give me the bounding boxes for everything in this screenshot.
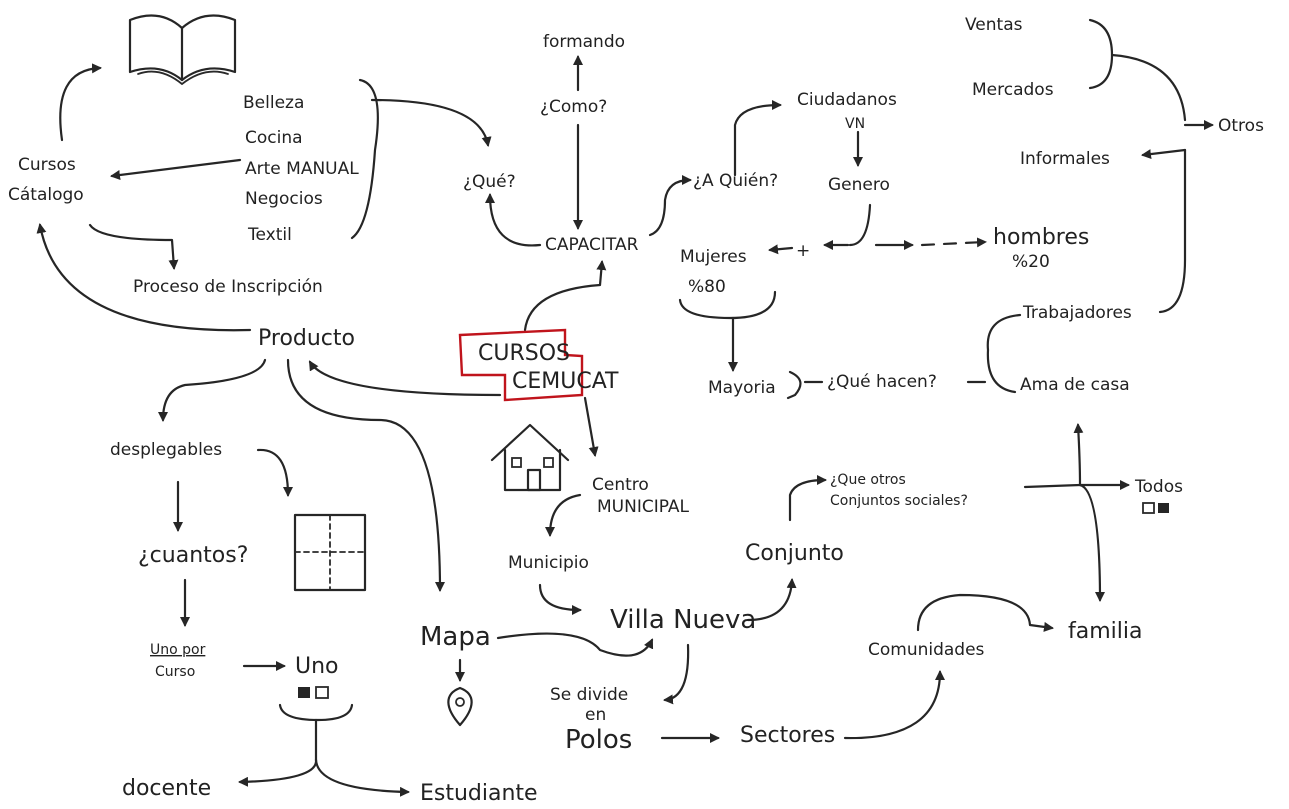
node-ventas: Ventas — [965, 15, 1023, 35]
map-pin-icon — [447, 686, 473, 727]
node-familia: familia — [1068, 619, 1142, 644]
node-cursos-catalogo-line1: Cursos — [18, 155, 76, 175]
node-centro-line1: Centro — [592, 475, 649, 495]
node-se-divide-line1: Se divide — [550, 685, 628, 705]
node-informales: Informales — [1020, 149, 1110, 169]
book-icon — [128, 14, 237, 86]
node-arte-manual: Arte MANUAL — [245, 159, 359, 179]
node-ciudadanos-line2: VN — [845, 116, 865, 132]
toggle-icon-uno — [298, 686, 329, 699]
node-que-hacen: ¿Qué hacen? — [827, 372, 937, 392]
node-polos: Polos — [565, 725, 632, 755]
node-negocios: Negocios — [245, 189, 323, 209]
node-mujeres-pct: %80 — [688, 277, 726, 297]
node-mercados: Mercados — [972, 80, 1054, 100]
node-producto: Producto — [258, 326, 355, 351]
node-otros: Otros — [1218, 116, 1264, 136]
node-uno-por-line2: Curso — [155, 664, 195, 680]
node-mayoria: Mayoria — [708, 378, 776, 398]
node-capacitar: CAPACITAR — [545, 235, 639, 255]
node-otros-conjuntos-line2: Conjuntos sociales? — [830, 493, 968, 509]
node-como: ¿Como? — [540, 97, 607, 117]
node-cursos-catalogo-line2: Cátalogo — [8, 185, 84, 205]
node-comunidades: Comunidades — [868, 640, 985, 660]
toggle-icon-todos — [1142, 502, 1169, 514]
node-uno: Uno — [295, 654, 339, 679]
house-icon — [490, 423, 570, 492]
node-trabajadores: Trabajadores — [1022, 303, 1132, 323]
node-hombres: hombres — [993, 225, 1089, 250]
node-sectores: Sectores — [740, 723, 835, 748]
node-textil: Textil — [247, 225, 292, 245]
node-cuantos: ¿cuantos? — [138, 543, 248, 568]
brochure-icon — [293, 513, 367, 592]
node-a-quien: ¿A Quién? — [693, 171, 778, 191]
node-que: ¿Qué? — [463, 172, 516, 192]
node-municipio: Municipio — [508, 553, 589, 573]
center-line2: CEMUCAT — [512, 369, 619, 394]
node-villa-nueva: Villa Nueva — [610, 605, 756, 635]
node-estudiante: Estudiante — [420, 781, 538, 806]
node-desplegables: desplegables — [110, 440, 222, 460]
node-proceso-inscripcion: Proceso de Inscripción — [133, 277, 323, 297]
node-todos: Todos — [1134, 477, 1183, 497]
node-ciudadanos-line1: Ciudadanos — [797, 90, 897, 110]
center-node-cursos-cemucat: CURSOS CEMUCAT — [458, 328, 619, 402]
node-centro-line2: MUNICIPAL — [597, 497, 690, 517]
node-mapa: Mapa — [420, 622, 491, 652]
node-otros-conjuntos-line1: ¿Que otros — [830, 472, 906, 488]
node-uno-por-line1: Uno por — [150, 642, 206, 658]
node-hombres-pct: %20 — [1012, 252, 1050, 272]
node-plus: + — [796, 241, 810, 261]
node-conjunto: Conjunto — [745, 541, 844, 566]
node-belleza: Belleza — [243, 93, 304, 113]
node-se-divide-line2: en — [585, 705, 606, 725]
node-docente: docente — [122, 776, 211, 801]
node-formando: formando — [543, 32, 625, 52]
node-ama-de-casa: Ama de casa — [1020, 375, 1130, 395]
node-mujeres: Mujeres — [680, 247, 747, 267]
center-line1: CURSOS — [478, 341, 570, 366]
node-genero: Genero — [828, 175, 890, 195]
node-cocina: Cocina — [245, 128, 303, 148]
